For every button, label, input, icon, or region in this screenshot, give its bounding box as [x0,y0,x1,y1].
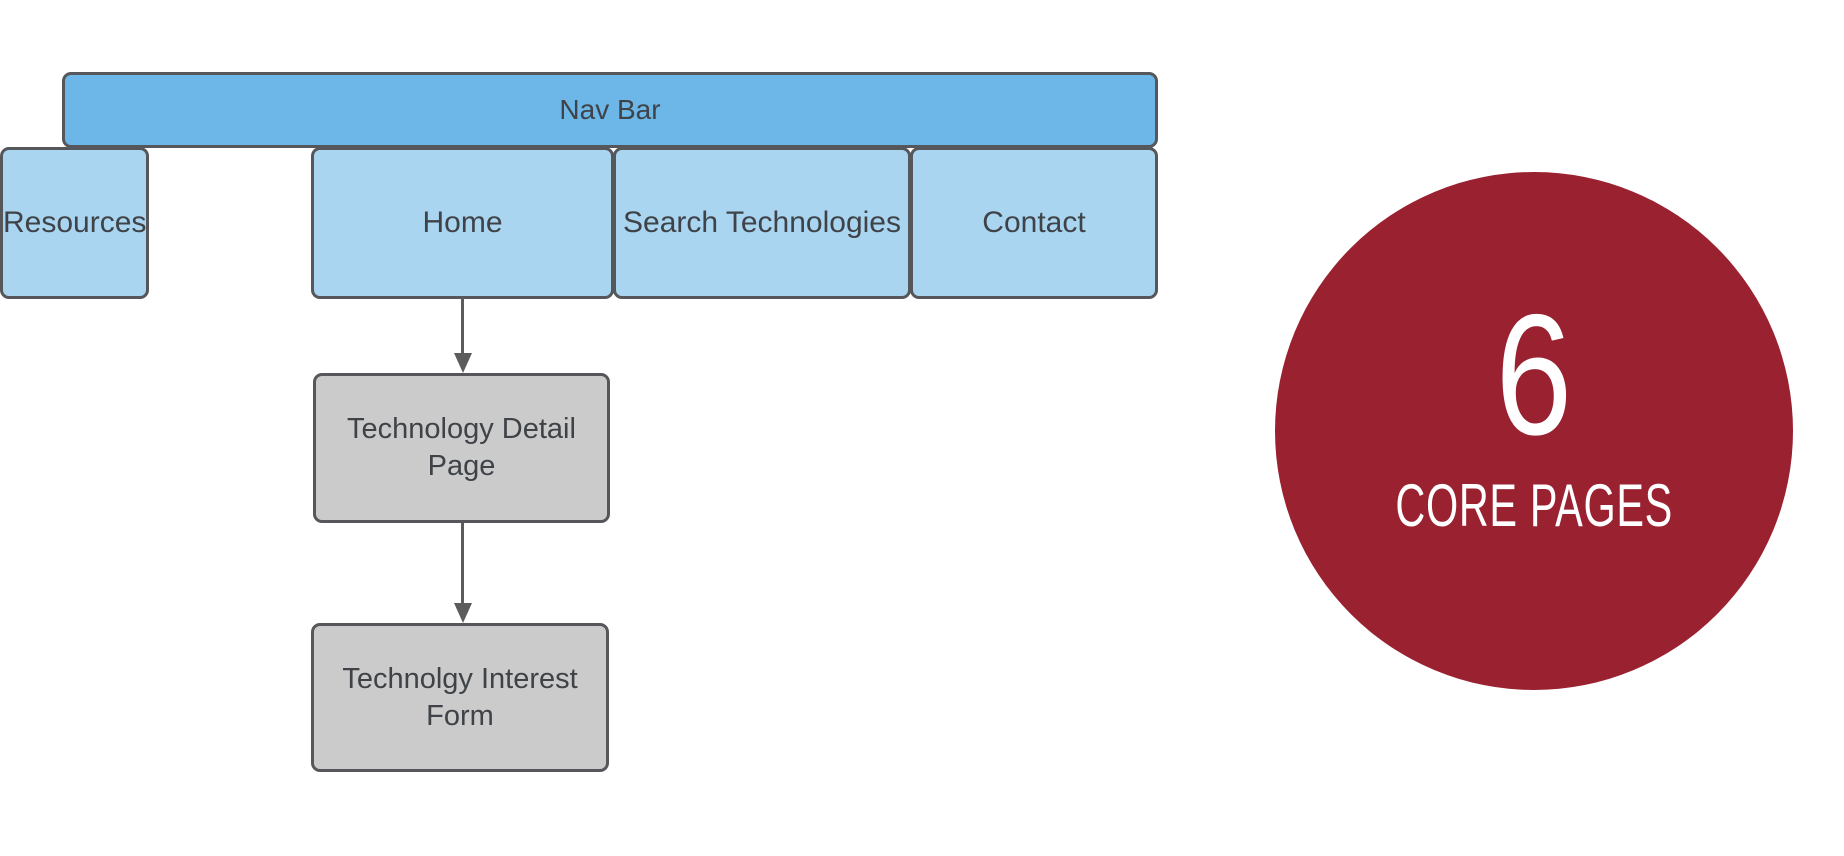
arrow-down-icon [454,603,472,623]
nav-item-label: Home [422,206,503,239]
nav-bar-box: Nav Bar [62,72,1158,148]
nav-item-home: Home [311,147,614,299]
nav-item-resources: Resources [0,147,150,299]
connector-arrow-line [461,523,464,603]
nav-item-label: Contact [982,206,1086,239]
page-box-label: Technology Detail Page [347,413,576,482]
nav-item-search-technologies: Search Technologies [613,147,911,299]
page-box-label: Technolgy Interest Form [342,662,578,732]
page-box-technology-detail: Technology Detail Page [313,373,610,523]
arrow-down-icon [454,353,472,373]
badge-label: CORE PAGES [1395,471,1673,539]
nav-item-label: Resources [3,206,147,239]
core-pages-badge: 6 CORE PAGES [1275,172,1793,690]
nav-bar-label: Nav Bar [559,94,661,125]
nav-item-contact: Contact [910,147,1158,299]
connector-arrow-line [461,298,464,354]
badge-number: 6 [1495,279,1573,472]
page-box-technolgy-interest-form: Technolgy Interest Form [311,623,609,772]
nav-item-label: Search Technologies [623,206,901,239]
